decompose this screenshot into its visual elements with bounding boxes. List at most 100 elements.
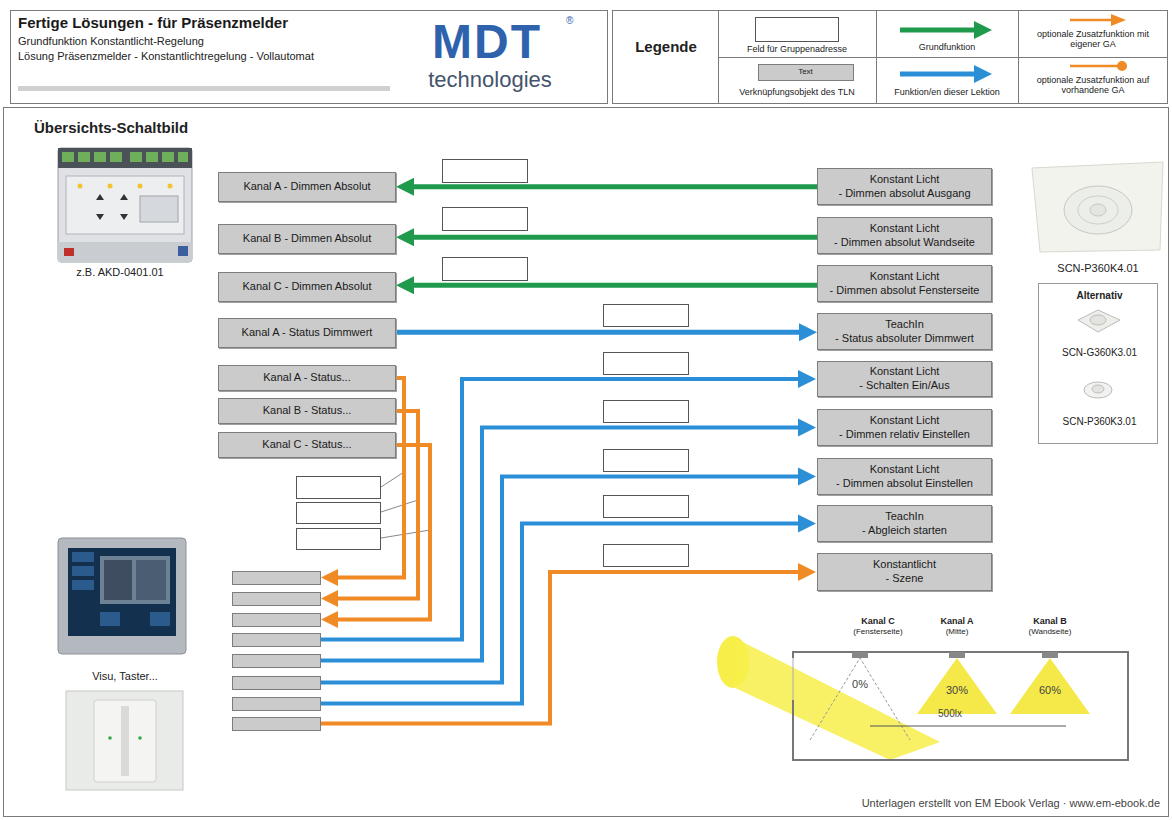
push-button bbox=[94, 700, 156, 782]
group-address-field bbox=[604, 450, 689, 472]
status-arrowhead bbox=[321, 569, 338, 586]
room-illustration bbox=[810, 658, 910, 740]
dimming-actuator bbox=[120, 194, 128, 200]
link-object-field bbox=[233, 698, 321, 711]
control-arrowhead bbox=[798, 370, 816, 388]
link-object-field bbox=[233, 634, 321, 647]
node-text: - Abgleich starten bbox=[862, 524, 947, 538]
status-arrowhead bbox=[321, 590, 338, 607]
device-note: Alternativ bbox=[1041, 290, 1158, 302]
communication-object-box: Konstant Licht- Dimmen absolut Wandseite bbox=[817, 217, 992, 254]
push-button bbox=[66, 691, 183, 790]
section-heading: Übersichts-Schaltbild bbox=[34, 119, 294, 137]
node-text: TeachIn bbox=[885, 510, 924, 524]
node-text: Kanal C - Dimmen Absolut bbox=[243, 280, 372, 294]
push-button bbox=[66, 691, 183, 790]
room-illustration bbox=[852, 652, 868, 658]
dimming-actuator bbox=[120, 214, 128, 220]
group-address-field bbox=[604, 401, 689, 423]
group-address-field bbox=[297, 160, 689, 567]
communication-object-box: Kanal A - Status Dimmwert bbox=[218, 318, 396, 348]
dimming-actuator bbox=[66, 176, 184, 234]
visualisation-panel bbox=[100, 612, 120, 626]
channel-position: (Mitte) bbox=[917, 627, 997, 637]
dimming-actuator bbox=[178, 152, 188, 162]
page-title: Fertige Lösungen - für Präsenzmelder bbox=[18, 14, 408, 32]
device-name: z.B. AKD-0401.01 bbox=[45, 266, 195, 279]
dimming-actuator bbox=[96, 194, 104, 200]
communication-object-box: Kanal A - Status... bbox=[218, 365, 396, 391]
node-text: - Szene bbox=[886, 572, 924, 586]
communication-object-box: Konstant Licht- Dimmen absolut Einstelle… bbox=[817, 458, 992, 495]
group-address-field bbox=[443, 258, 528, 281]
control-wire bbox=[321, 524, 800, 704]
dim-value: 60% bbox=[1034, 684, 1066, 697]
title-underline bbox=[18, 86, 390, 91]
communication-object-box: Kanal C - Dimmen Absolut bbox=[218, 272, 396, 302]
legend-title: Legende bbox=[618, 38, 714, 56]
legend-text: Feld für Gruppenadresse bbox=[718, 44, 876, 54]
node-text: Kanal B - Dimmen Absolut bbox=[243, 232, 371, 246]
channel-name: Kanal C bbox=[838, 616, 918, 627]
room-illustration bbox=[717, 636, 1128, 760]
node-text: Konstant Licht bbox=[870, 463, 940, 477]
node-text: - Dimmen absolut Fensterseite bbox=[830, 284, 980, 298]
node-text: TeachIn bbox=[885, 318, 924, 332]
group-address-field bbox=[443, 160, 528, 183]
frame bbox=[718, 57, 1168, 58]
presence-detector bbox=[1092, 385, 1104, 393]
frame bbox=[4, 10, 1169, 817]
group-address-field bbox=[604, 545, 689, 567]
status-arrowhead bbox=[321, 569, 338, 628]
visualisation-panel bbox=[58, 538, 186, 654]
dimming-actuator bbox=[130, 152, 142, 162]
link-object-field bbox=[233, 677, 321, 690]
communication-object-box: Kanal A - Dimmen Absolut bbox=[218, 172, 396, 202]
connector-line bbox=[396, 330, 800, 335]
group-address-field bbox=[443, 208, 528, 231]
footer-note: Unterlagen erstellt von EM Ebook Verlag … bbox=[690, 797, 1160, 810]
arrowhead bbox=[396, 228, 414, 246]
frame bbox=[4, 108, 1169, 817]
presence-detector bbox=[1032, 162, 1163, 252]
node-text: - Dimmen absolut Wandseite bbox=[834, 236, 975, 250]
lux-value: 500lx bbox=[925, 708, 975, 720]
legend-text: optionale Zusatzfunktion mit eigener GA bbox=[1033, 29, 1153, 50]
connector bbox=[396, 228, 817, 246]
communication-object-box: Konstant Licht- Dimmen absolut Ausgang bbox=[817, 168, 992, 205]
communication-object-box: Konstant Licht- Schalten Ein/Aus bbox=[817, 361, 992, 397]
room-illustration bbox=[793, 658, 794, 700]
group-address-field bbox=[297, 503, 381, 524]
presence-detector bbox=[1090, 204, 1106, 216]
communication-object-box: Konstant Licht- Dimmen relativ Einstelle… bbox=[817, 409, 992, 446]
presence-detector bbox=[1078, 196, 1118, 224]
communication-object-box: Kanal B - Dimmen Absolut bbox=[218, 224, 396, 254]
communication-object-box: Kanal C - Status... bbox=[218, 432, 396, 458]
link-object-field bbox=[233, 655, 321, 668]
channel-name: Kanal A bbox=[917, 616, 997, 627]
visualisation-panel bbox=[72, 566, 94, 576]
group-address-field bbox=[604, 496, 689, 518]
dimming-actuator bbox=[58, 148, 192, 262]
visualisation-panel bbox=[150, 612, 170, 626]
legend-sample bbox=[1070, 19, 1112, 22]
dimming-actuator bbox=[64, 248, 74, 256]
logo-text: technologies bbox=[405, 68, 575, 92]
communication-object-box: Konstant Licht- Dimmen absolut Fensterse… bbox=[817, 265, 992, 302]
dimming-actuator bbox=[96, 214, 104, 220]
frame bbox=[11, 11, 608, 104]
arrowhead bbox=[396, 178, 414, 196]
legend-sample bbox=[900, 72, 975, 77]
channel-position: (Wandseite) bbox=[1000, 627, 1100, 637]
logo-text: MDT bbox=[412, 18, 562, 66]
visualisation-panel bbox=[104, 560, 132, 600]
control-arrowhead bbox=[798, 515, 816, 533]
node-text: Konstant Licht bbox=[870, 173, 940, 187]
visualisation-panel bbox=[100, 556, 170, 604]
connector-line bbox=[413, 184, 817, 189]
device-name: SCN-P360K4.01 bbox=[1030, 262, 1166, 275]
device-name: Visu, Taster... bbox=[45, 670, 205, 683]
channel-position: (Fensterseite) bbox=[818, 627, 938, 637]
group-address-field bbox=[604, 353, 689, 375]
